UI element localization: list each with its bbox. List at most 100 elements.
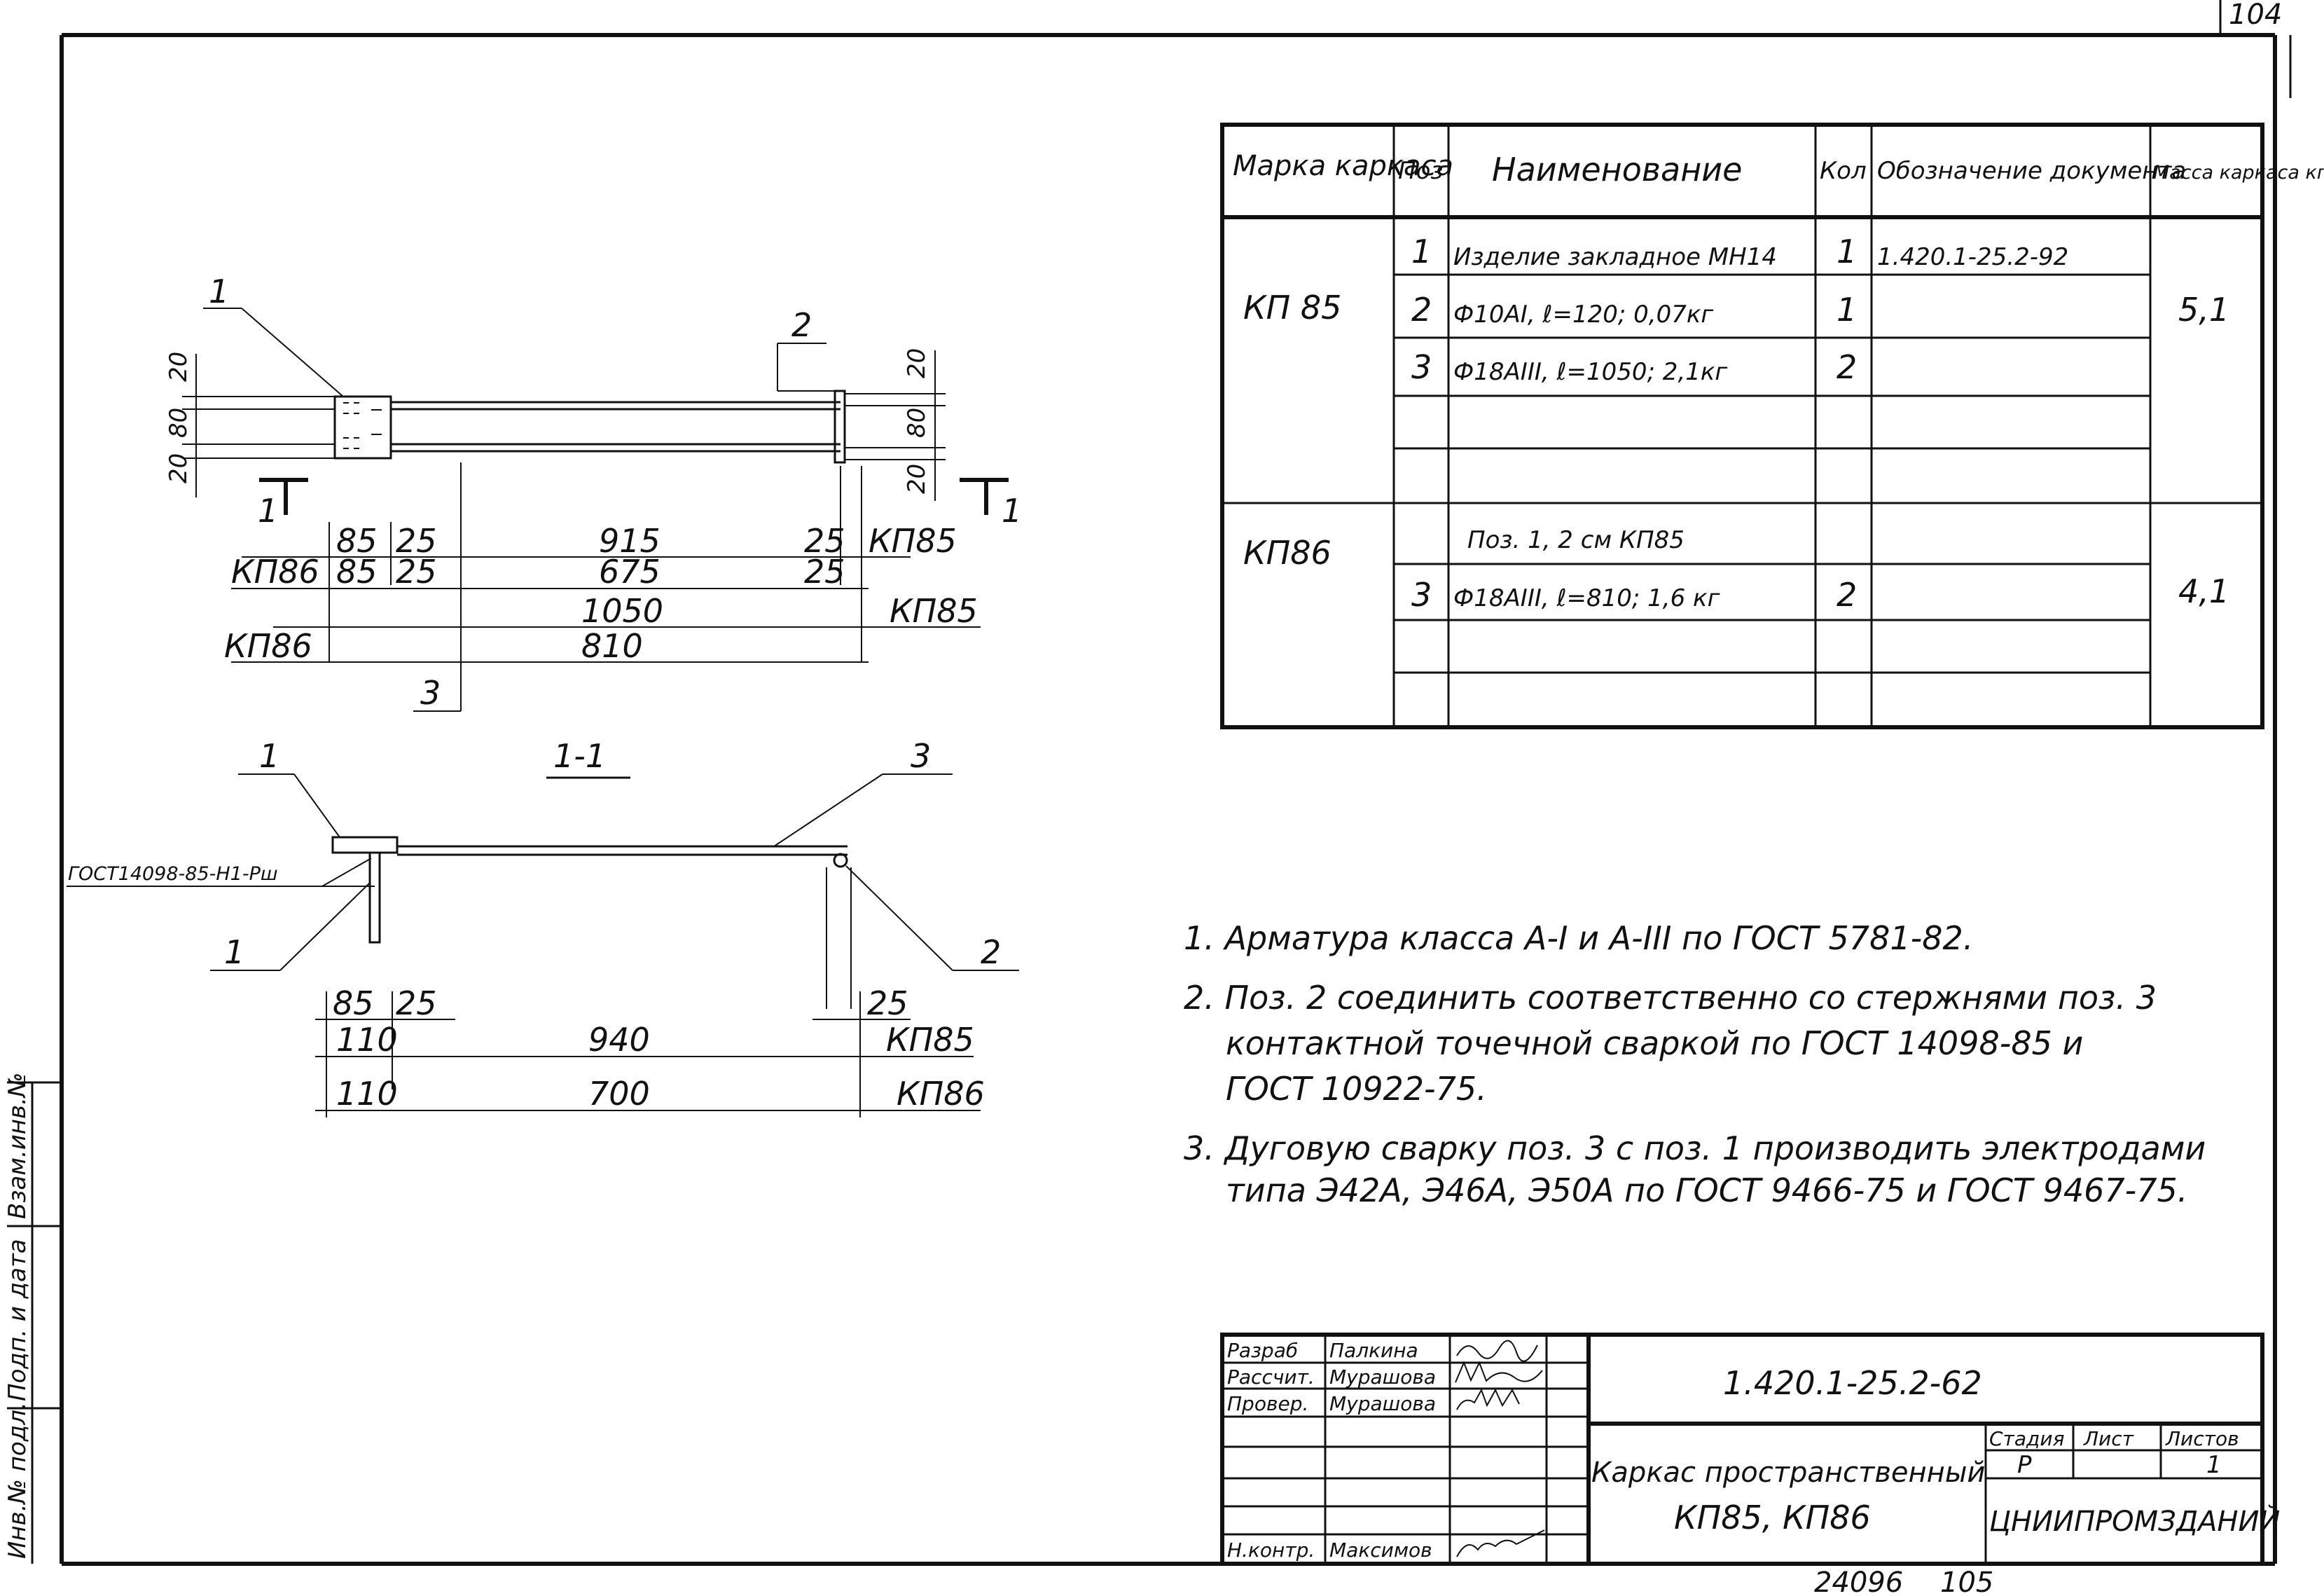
plan-dim-r1-v2: 675 [599,553,660,591]
plan-vdim-right-2: 20 [903,464,931,494]
plan-dim-r3-v0: 810 [581,627,643,665]
note-line-1: 1. Арматура класса А-I и А-III по ГОСТ 5… [1184,919,1973,957]
spec-r4-qty: 2 [1837,576,1857,614]
section-pos1-bottom-label: 1 [224,933,244,971]
section-bar-pos2 [833,853,848,868]
spec-r3-name: Поз. 1, 2 см КП85 [1467,526,1685,554]
tb-role-0: Разраб [1227,1339,1298,1362]
plan-dim-r1-v3: 25 [804,553,845,591]
spec-r1-qty: 1 [1837,291,1857,329]
notes: 1. Арматура класса А-I и А-III по ГОСТ 5… [1184,919,2206,1209]
section-dim-r0-v0: 110 [336,1021,398,1059]
spec-r1-name: Ф10АI, ℓ=120; 0,07кг [1453,301,1714,329]
note-line-6: типа Э42А, Э46А, Э50А по ГОСТ 9466-75 и … [1226,1171,2187,1209]
plan-dim-r1-v1: 25 [396,553,437,591]
side-stamp-label-sign: Подп. и дата [4,1239,32,1401]
plan-dim-r0-v2: 915 [599,522,660,560]
plan-dim-r2-v0: 1050 [581,592,663,630]
bar-pos2 [834,390,846,464]
note-line-3: контактной точечной сваркой по ГОСТ 1409… [1226,1024,2083,1062]
spec-header-mass: Масса каркаса кг [2153,162,2324,184]
section-dim-top-2: 25 [867,984,908,1022]
tb-role-3: Н.контр. [1227,1539,1315,1562]
tb-role-1: Рассчит. [1227,1365,1315,1389]
section-dim-top-0: 85 [333,984,374,1022]
spec-r1-mass: 5,1 [2178,291,2229,329]
plan-dim-r2-tag: КП85 [890,592,978,630]
section-dim-r1-v0: 110 [336,1075,398,1113]
tb-sheets-value: 1 [2206,1451,2222,1479]
plan-dim-r0-v3: 25 [804,522,845,560]
section-dim-top-1: 25 [396,984,437,1022]
note-line-5: 3. Дуговую сварку поз. 3 с поз. 1 произв… [1184,1129,2206,1167]
spec-r0-pos: 1 [1411,233,1432,270]
section-pos1-top-label: 1 [259,737,279,775]
spec-r0-mark: КП 85 [1243,289,1341,326]
plan-vdim-left-2: 20 [165,453,193,483]
signature-0 [1456,1340,1538,1362]
spec-r4-pos: 3 [1411,576,1432,614]
weld-note: ГОСТ14098-85-Н1-Рш [68,863,278,885]
sheet-corner-number: 104 [2229,0,2282,31]
rod-pos3-top [391,401,841,411]
spec-header-doc: Обозначение документа [1877,157,2186,185]
spec-r3-mark: КП86 [1243,534,1332,572]
spec-r4-mass: 4,1 [2178,572,2229,610]
section-mark-right: 1 [1002,492,1022,530]
tb-stage-label: Стадия [1989,1427,2064,1450]
tb-name-3: Максимов [1329,1539,1432,1562]
plan-dim-r3-mark: КП86 [224,627,312,665]
section-pos3-label: 3 [911,737,931,775]
section-dim-r1-tag: КП86 [897,1075,985,1113]
tb-title-line2: КП85, КП86 [1674,1499,1871,1536]
side-stamp-label-inv: Инв.№ подл. [4,1402,32,1559]
tb-sheets-label: Листов [2165,1427,2239,1450]
spec-header-mark: Марка каркаса [1233,150,1453,182]
spec-header-pos: Поз [1398,157,1443,185]
plan-dim-r1-v0: 85 [336,553,378,591]
section-title: 1-1 [553,737,606,775]
tb-role-2: Провер. [1227,1392,1308,1415]
section-plate [331,836,399,854]
tb-stage-value: Р [2017,1451,2032,1479]
plan-dim-r1-mark: КП86 [231,553,319,591]
section-view: 1-1 1 3 ГОСТ14098-85-Н1-Рш 1 2 [67,737,1019,1117]
tb-doc-code: 1.420.1-25.2-62 [1723,1364,1982,1402]
spec-r2-qty: 2 [1837,348,1857,386]
bottom-number-page: 105 [1940,1567,1993,1596]
note-line-4: ГОСТ 10922-75. [1226,1070,1487,1108]
tb-name-0: Палкина [1329,1339,1418,1362]
spec-r4-name: Ф18АIII, ℓ=810; 1,6 кг [1453,584,1721,612]
signature-1 [1455,1361,1543,1383]
spec-r0-qty: 1 [1837,233,1857,270]
title-block: Разраб Палкина Рассчит. Мурашова Провер.… [1220,1333,2280,1566]
spec-r0-doc: 1.420.1-25.2-92 [1877,243,2068,271]
plan-pos3-label: 3 [420,674,441,712]
spec-header-name: Наименование [1492,151,1742,188]
side-stamp: Инв.№ подл. Подп. и дата Взам.инв.№ [4,1073,62,1564]
plan-vdim-right-1: 80 [903,408,931,438]
plan-vdim-left-0: 20 [165,352,193,382]
note-line-2: 2. Поз. 2 соединить соответственно со ст… [1184,979,2157,1017]
sheet-frame [60,0,2292,1566]
plan-pos2-label: 2 [791,306,812,344]
plan-dim-r0-v1: 25 [396,522,437,560]
tb-organization: ЦНИИПРОМЗДАНИЙ [1989,1504,2280,1538]
spec-header-qty: Кол [1820,157,1867,185]
spec-table: Марка каркаса Поз Наименование Кол Обозн… [1220,123,2324,729]
tb-sheet-label: Лист [2083,1427,2134,1450]
section-anchor [368,851,381,944]
tb-title-line1: Каркас пространственный [1591,1457,1985,1489]
section-dim-r0-v1: 940 [588,1021,650,1059]
plan-vdim-right-0: 20 [903,348,931,378]
plan-dim-r0-v0: 85 [336,522,378,560]
section-dim-r0-tag: КП85 [886,1021,974,1059]
spec-r0-name: Изделие закладное МН14 [1453,243,1777,271]
plan-dim-r0-tag: КП85 [869,522,957,560]
spec-r2-name: Ф18АIII, ℓ=1050; 2,1кг [1453,358,1728,386]
signature-3 [1456,1529,1545,1557]
plan-vdim-left-1: 80 [165,408,193,438]
bottom-number-archive: 24096 [1814,1567,1903,1596]
plan-view: 1 2 3 20 80 20 20 80 20 1 1 [165,273,1022,712]
